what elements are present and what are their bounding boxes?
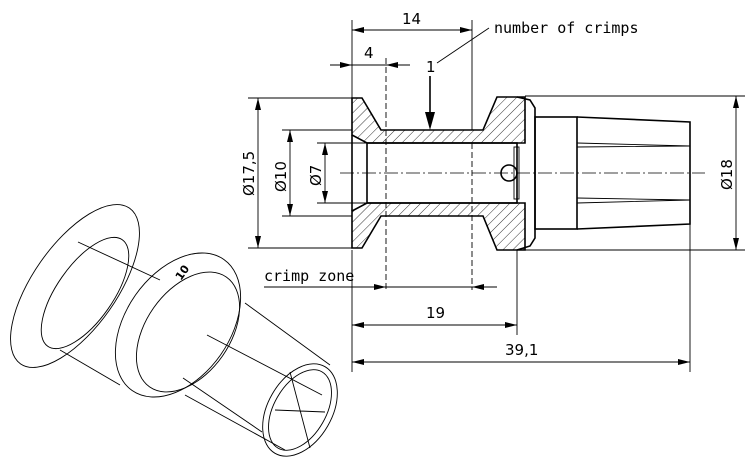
dim-39-1: 39,1 bbox=[505, 341, 538, 359]
iso-marking: 10 bbox=[173, 262, 193, 282]
isometric-view: 10 bbox=[10, 204, 338, 457]
dim-14: 14 bbox=[402, 10, 421, 28]
collet-cone bbox=[576, 116, 691, 230]
crimp-count: 1 bbox=[426, 58, 436, 76]
number-of-crimps-label: number of crimps bbox=[494, 19, 639, 37]
dim-diameter-17-5: Ø17,5 bbox=[240, 151, 258, 196]
dim-4: 4 bbox=[364, 44, 374, 62]
dimensions: 14 4 1 number of crimps Ø17,5 Ø10 Ø7 bbox=[240, 10, 745, 372]
dim-diameter-7: Ø7 bbox=[307, 165, 325, 186]
section-upper-left bbox=[351, 96, 526, 144]
section-view bbox=[340, 58, 705, 290]
dim-19: 19 bbox=[426, 304, 445, 322]
section-lower-left bbox=[351, 202, 526, 251]
dim-diameter-10: Ø10 bbox=[272, 161, 290, 192]
dim-diameter-18: Ø18 bbox=[718, 159, 736, 190]
crimp-zone-label: crimp zone bbox=[264, 267, 354, 285]
